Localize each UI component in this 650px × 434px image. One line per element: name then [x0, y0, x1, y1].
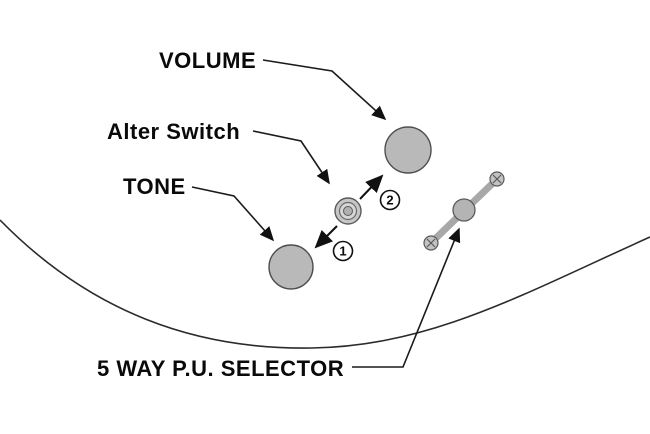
guitar-body-outline — [0, 219, 650, 349]
selector-screw-top — [489, 171, 505, 187]
tone-pointer-line — [191, 186, 275, 242]
selector-lever-knob — [452, 198, 476, 222]
alter-switch-label: Alter Switch — [107, 119, 240, 144]
tone-knob — [268, 244, 314, 290]
position-marker-1: 1 — [332, 240, 354, 262]
position-marker-2: 2 — [379, 189, 401, 211]
position-2-number: 2 — [386, 193, 393, 208]
alter-switch-center-cap — [343, 206, 353, 216]
volume-knob — [384, 126, 432, 174]
selector-label: 5 WAY P.U. SELECTOR — [97, 356, 344, 381]
position-1-number: 1 — [339, 244, 346, 259]
volume-pointer-line — [262, 59, 387, 121]
pickup-selector-lever — [423, 171, 505, 251]
position-1-circle — [332, 240, 354, 262]
selector-screw-bottom — [423, 235, 439, 251]
selector-pointer-line — [352, 227, 461, 368]
rotate-down-arrow — [314, 225, 338, 249]
alter-switch-pointer-line — [252, 130, 330, 185]
position-2-circle — [379, 189, 401, 211]
selector-screw-bottom-slot-b — [426, 238, 436, 248]
tone-label: TONE — [123, 174, 186, 199]
alter-switch-knob — [334, 197, 362, 225]
selector-screw-top-slot-b — [492, 174, 502, 184]
volume-label: VOLUME — [159, 48, 256, 73]
rotate-up-arrow — [359, 174, 384, 200]
